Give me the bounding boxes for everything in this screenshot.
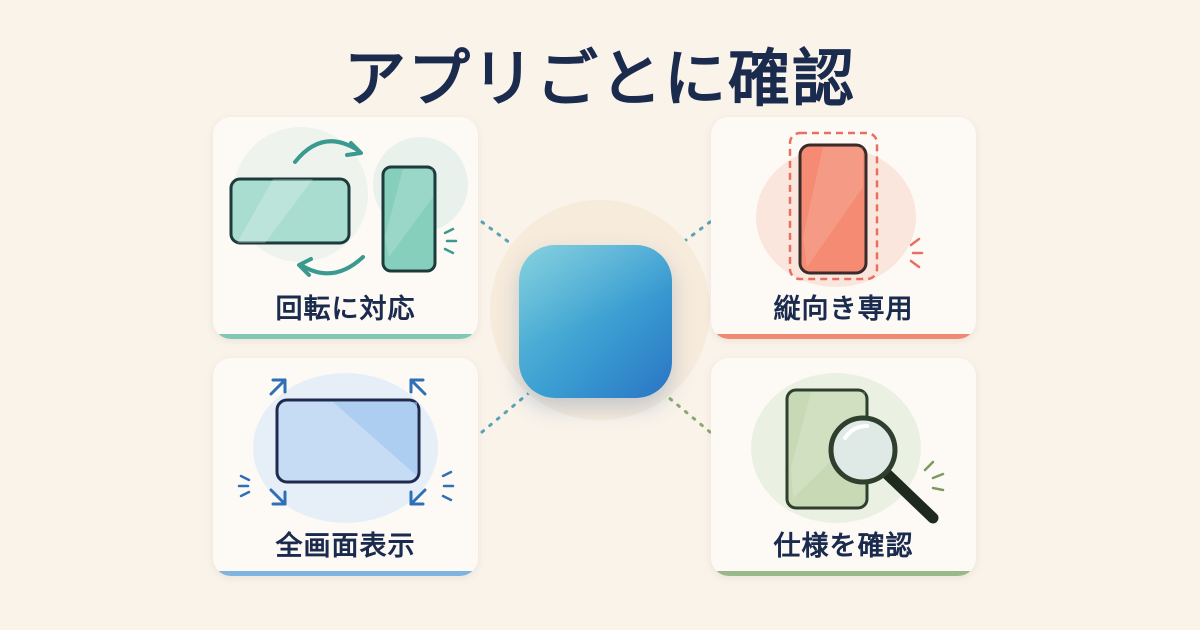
card-specs-accent-bar — [711, 571, 976, 576]
specs-illustration — [785, 388, 945, 524]
motion-lines-icon — [909, 237, 924, 269]
expand-arrows-icon — [269, 378, 427, 506]
card-specs-label: 仕様を確認 — [773, 531, 914, 562]
magnifier-icon — [828, 415, 939, 524]
motion-lines-icon — [443, 227, 458, 255]
dashed-frame-icon — [788, 131, 879, 281]
card-fullscreen[interactable]: 全画面表示 — [213, 358, 478, 576]
rotate-illustration — [229, 139, 458, 277]
landscape-phone-icon — [229, 177, 351, 245]
screen-icon — [275, 398, 421, 484]
rotate-arrows-icon — [293, 139, 365, 277]
app-icon[interactable] — [519, 245, 672, 398]
card-rotate-label: 回転に対応 — [275, 294, 416, 325]
card-fullscreen-label: 全画面表示 — [275, 531, 416, 562]
motion-lines-icon — [923, 460, 945, 492]
card-specs[interactable]: 仕様を確認 — [711, 358, 976, 576]
fullscreen-illustration — [237, 378, 455, 506]
card-portrait[interactable]: 縦向き専用 — [711, 117, 976, 339]
portrait-phone-icon — [798, 143, 868, 275]
card-portrait-accent-bar — [711, 334, 976, 339]
motion-lines-icon — [237, 470, 455, 502]
portrait-phone-icon — [381, 165, 437, 273]
card-fullscreen-accent-bar — [213, 571, 478, 576]
portrait-illustration — [788, 131, 924, 281]
connector-bottom-right — [660, 390, 712, 434]
card-rotate[interactable]: 回転に対応 — [213, 117, 478, 339]
connector-bottom-left — [480, 390, 532, 434]
card-rotate-accent-bar — [213, 334, 478, 339]
page-title: アプリごとに確認 — [343, 42, 856, 115]
card-portrait-label: 縦向き専用 — [773, 294, 914, 325]
